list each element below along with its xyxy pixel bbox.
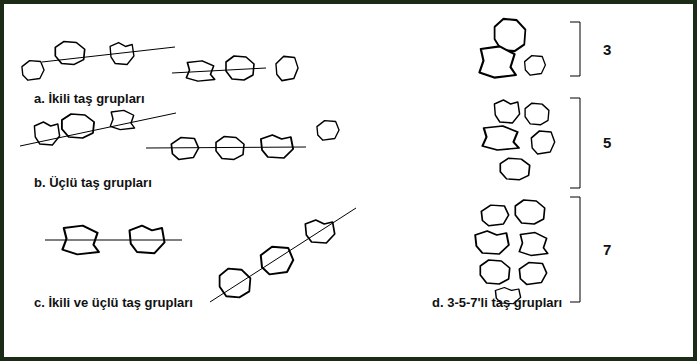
count-number: 5 bbox=[603, 134, 611, 151]
group-caption: a. İkili taş grupları bbox=[34, 92, 145, 107]
group-caption: b. Üçlü taş grupları bbox=[34, 176, 152, 191]
group-caption: d. 3-5-7'li taş grupları bbox=[432, 296, 562, 311]
count-number: 7 bbox=[603, 241, 611, 258]
group-caption: c. İkili ve üçlü taş grupları bbox=[34, 296, 193, 311]
count-number: 3 bbox=[603, 41, 611, 58]
